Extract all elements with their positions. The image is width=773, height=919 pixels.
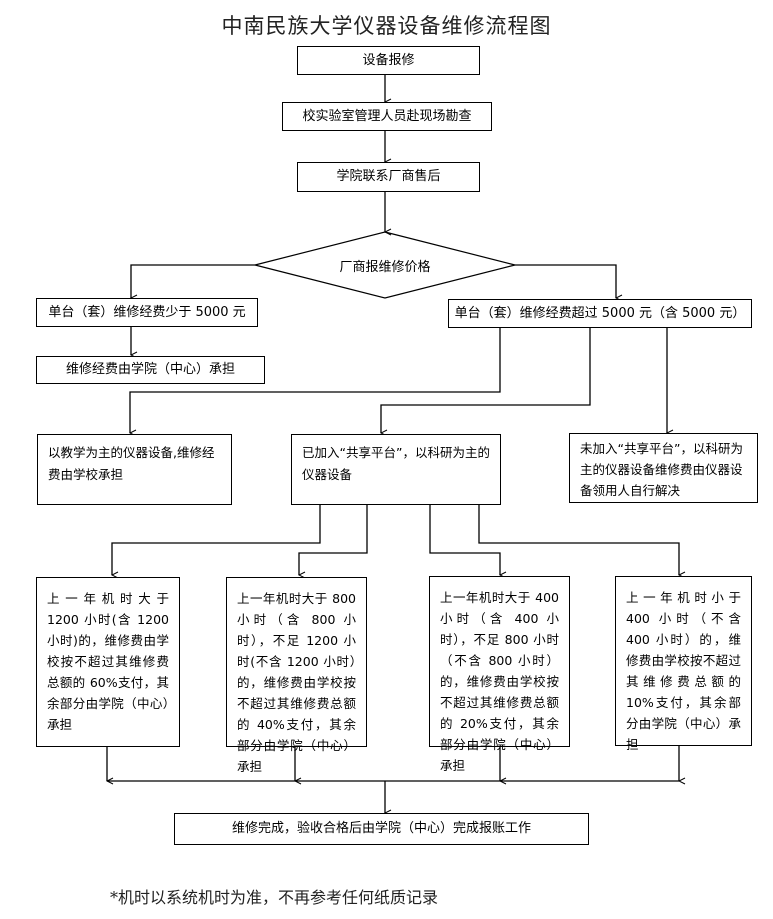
arrow-to-tier-2	[299, 504, 368, 575]
branch-over-5000: 单台（套）维修经费超过 5000 元（含 5000 元）	[448, 299, 752, 328]
arrow-to-tier-4	[478, 504, 679, 575]
step-contact-label: 学院联系厂商售后	[336, 169, 441, 184]
step-inspect: 校实验室管理人员赴现场勘查	[282, 102, 492, 131]
branch-over-5000-label: 单台（套）维修经费超过 5000 元（含 5000 元）	[454, 305, 746, 321]
arrow-to-tier-3	[429, 504, 500, 575]
step-contact: 学院联系厂商售后	[297, 162, 480, 192]
page-title: 中南民族大学仪器设备维修流程图	[221, 14, 552, 38]
step-inspect-label: 校实验室管理人员赴现场勘查	[302, 108, 472, 124]
usage-tier-1200-label: 上一年机时大于 1200 小时(含 1200 小时)的，维修费由学校按不超过其维…	[47, 591, 169, 732]
arrow-to-tier-1	[112, 504, 321, 575]
usage-tier-800: 上一年机时大于 800 小时（含 800 小时），不足 1200 小时(不含 1…	[226, 577, 367, 774]
branch-under-5000: 单台（套）维修经费少于 5000 元	[36, 298, 258, 327]
final-step: 维修完成，验收合格后由学院（中心）完成报账工作	[174, 813, 589, 845]
category-teaching-label: 以教学为主的仪器设备,维修经费由学校承担	[48, 445, 215, 482]
arrow-to-under-5000	[131, 264, 255, 298]
branch-under-5000-result-label: 维修经费由学院（中心）承担	[65, 362, 235, 377]
step-quote-label: 厂商报维修价格	[339, 260, 431, 275]
usage-tier-1200: 上一年机时大于 1200 小时(含 1200 小时)的，维修费由学校按不超过其维…	[36, 577, 180, 747]
final-step-label: 维修完成，验收合格后由学院（中心）完成报账工作	[231, 821, 531, 836]
category-unshared-research-label: 未加入“共享平台”，以科研为主的仪器设备维修费由仪器设备领用人自行解决	[580, 441, 743, 498]
footnote: *机时以系统机时为准，不再参考任何纸质记录	[110, 888, 439, 907]
usage-tier-400-label: 上一年机时大于 400 小时（含 400 小时），不足 800 小时（不含 80…	[440, 590, 559, 773]
quote-decision-diamond	[254, 231, 516, 299]
category-shared-research-label: 已加入“共享平台”，以科研为主的仪器设备	[302, 445, 490, 482]
category-teaching: 以教学为主的仪器设备,维修经费由学校承担	[37, 434, 232, 505]
usage-tier-400: 上一年机时大于 400 小时（含 400 小时），不足 800 小时（不含 80…	[429, 576, 570, 773]
category-shared-research: 已加入“共享平台”，以科研为主的仪器设备	[291, 434, 501, 505]
step-report: 设备报修	[297, 46, 480, 75]
branch-under-5000-label: 单台（套）维修经费少于 5000 元	[48, 304, 246, 320]
branch-under-5000-result: 维修经费由学院（中心）承担	[36, 356, 265, 384]
usage-tier-under-400-label: 上一年机时小于 400 小时（不含 400 小时）的，维修费由学校按不超过其维修…	[626, 590, 741, 752]
arrow-to-over-5000	[515, 264, 616, 298]
category-unshared-research: 未加入“共享平台”，以科研为主的仪器设备维修费由仪器设备领用人自行解决	[569, 433, 758, 503]
arrow-to-teaching	[130, 327, 501, 433]
arrow-to-shared	[381, 327, 591, 433]
step-report-label: 设备报修	[362, 52, 415, 68]
usage-tier-800-label: 上一年机时大于 800 小时（含 800 小时），不足 1200 小时(不含 1…	[237, 591, 356, 774]
usage-tier-under-400: 上一年机时小于 400 小时（不含 400 小时）的，维修费由学校按不超过其维修…	[615, 576, 752, 752]
